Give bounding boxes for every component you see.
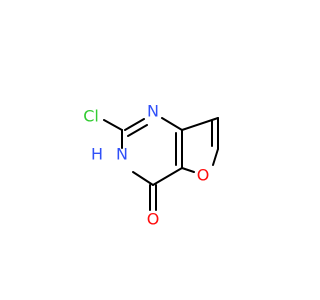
atom-labels: Cl N N H O O xyxy=(83,102,209,229)
bond-c2-cl xyxy=(103,119,123,131)
molecule-structure: Cl N N H O O xyxy=(83,102,219,229)
bond-o-c6 xyxy=(212,148,219,166)
atom-oxygen-ring: O xyxy=(197,166,210,185)
atom-chlorine: Cl xyxy=(83,107,99,126)
bond-c4a-c4 xyxy=(152,167,183,186)
bond-c2-n1-double xyxy=(127,124,148,137)
bond-c5-c7a xyxy=(181,117,219,131)
bonds xyxy=(103,117,219,211)
bond-n1-c7a xyxy=(161,117,183,131)
bond-c4a-o xyxy=(181,167,195,173)
bond-c2-n1 xyxy=(124,118,145,131)
atom-hydrogen: H xyxy=(91,145,103,164)
atom-nitrogen-3: N xyxy=(116,145,128,164)
atom-nitrogen-1: N xyxy=(147,102,159,121)
atom-oxygen-carbonyl: O xyxy=(147,210,160,229)
bond-c4-n3 xyxy=(132,171,154,186)
